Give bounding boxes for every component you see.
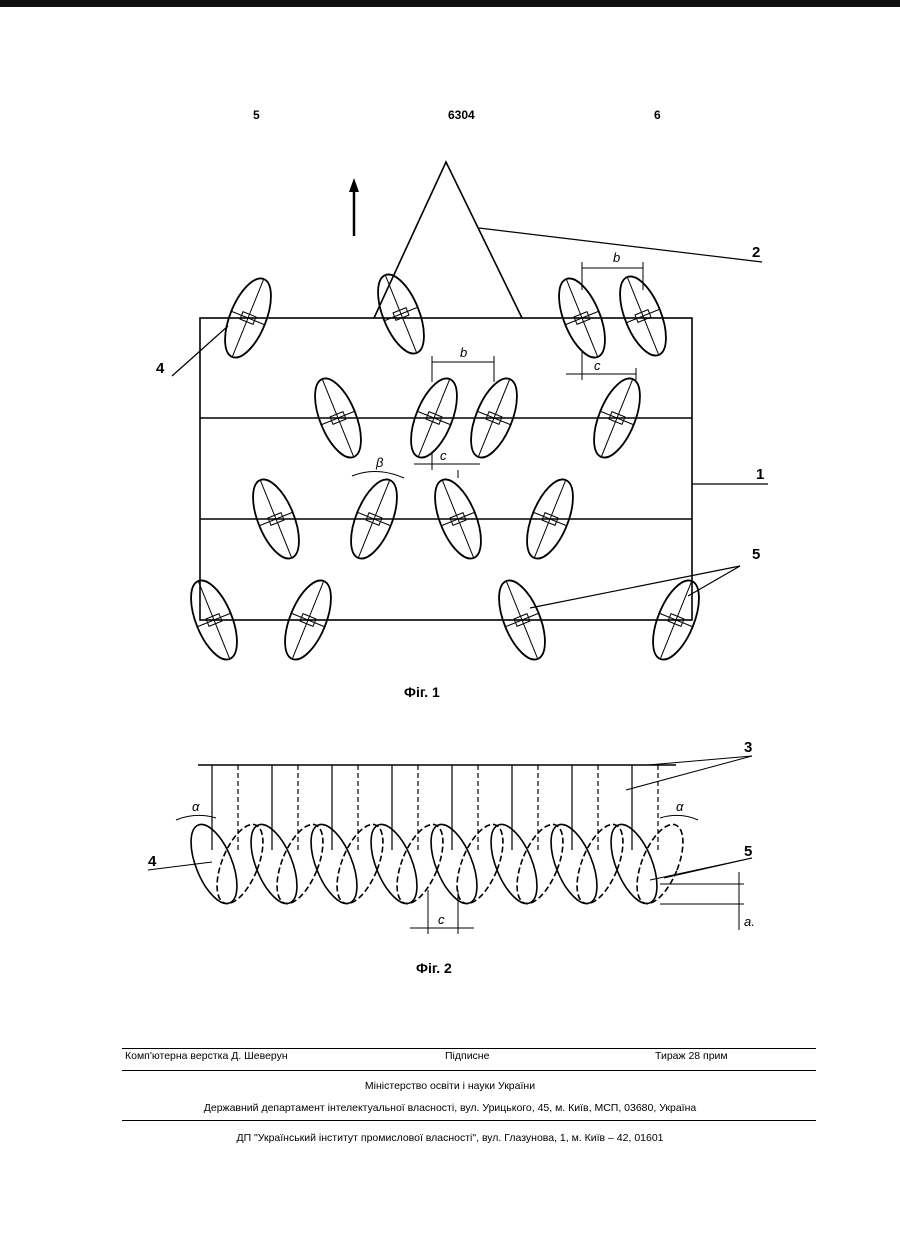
- subscription-note: Підписне: [445, 1050, 489, 1062]
- fig2-ref-label-5: 5: [744, 843, 752, 860]
- figure-1-caption: Фіг. 1: [404, 684, 440, 700]
- fig2-ref-label-3: 3: [744, 739, 752, 756]
- institute-line: ДП "Український інститут промислової вла…: [0, 1132, 900, 1144]
- fig2-ref-label-4: 4: [148, 853, 157, 870]
- leader-5a: [530, 566, 740, 608]
- typesetting-credit: Комп'ютерна верстка Д. Шеверун: [125, 1050, 288, 1062]
- department-line: Державний департамент інтелектуальної вл…: [0, 1102, 900, 1114]
- frame-outline: [200, 318, 692, 620]
- dim-c-mid: c: [440, 448, 447, 463]
- hitch-triangle: [374, 162, 522, 318]
- leader-2: [479, 228, 762, 262]
- dim-c-top: c: [594, 358, 601, 373]
- fig2-discs-dashed: [208, 818, 693, 909]
- direction-arrow-head: [349, 178, 359, 192]
- fig2-dimensions: [148, 756, 752, 934]
- angle-beta: β: [375, 455, 384, 470]
- fig2-discs-solid: [182, 818, 667, 909]
- ref-label-4: 4: [156, 360, 165, 377]
- ref-label-2: 2: [752, 244, 760, 261]
- fig2-angle-left: α: [192, 799, 200, 814]
- figure-2-caption: Фіг. 2: [416, 960, 452, 976]
- footer-bottom-rule: [122, 1120, 816, 1121]
- angle-beta-arc: [352, 471, 404, 478]
- footer-top-rule: [122, 1048, 816, 1049]
- leader-5b: [688, 566, 740, 596]
- dim-b-top: b: [613, 250, 620, 265]
- ref-label-5: 5: [752, 546, 760, 563]
- fig2-dim-a: a.: [744, 914, 755, 929]
- disc-r1-2: [369, 268, 434, 359]
- ministry-line: Міністерство освіти і науки України: [0, 1080, 900, 1092]
- ref-label-1: 1: [756, 466, 764, 483]
- fig2-dim-c: c: [438, 912, 445, 927]
- print-run: Тираж 28 прим: [655, 1050, 728, 1062]
- fig2-angle-right: α: [676, 799, 684, 814]
- footer-middle-rule: [122, 1070, 816, 1071]
- dim-b-mid: b: [460, 345, 467, 360]
